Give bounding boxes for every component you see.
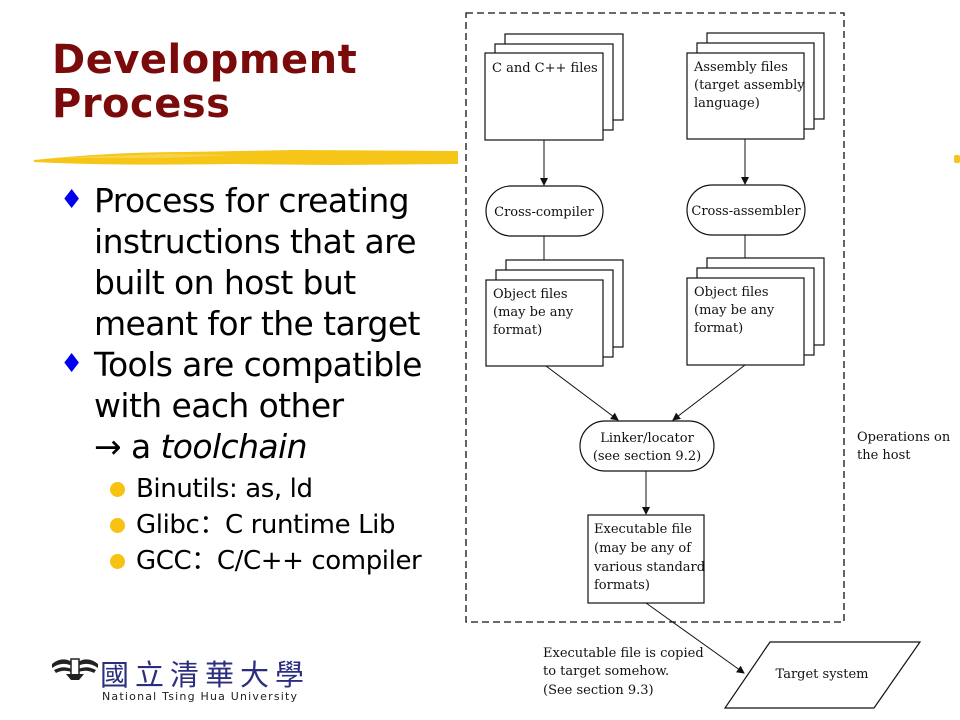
university-logo: 國立清華大學 National Tsing Hua University: [52, 650, 304, 708]
executable-label: formats): [594, 578, 650, 593]
executable-file-node: Executable file (may be any of various s…: [587, 514, 705, 604]
diamond-bullet-icon: ♦: [60, 349, 83, 379]
host-boundary: [465, 12, 845, 623]
sub-bullet-glibc: Glibc：C runtime Lib: [58, 507, 458, 543]
sub-bullet-text: Binutils: as, ld: [136, 474, 313, 504]
c-source-files-stack: C and C++ files: [484, 33, 624, 141]
dot-bullet-icon: [110, 482, 125, 497]
dot-bullet-icon: [110, 554, 125, 569]
cross-compiler-node: Cross-compiler: [485, 185, 604, 237]
bullet-list: ♦ Process for creating instructions that…: [58, 180, 458, 579]
object-files-left-stack: Object files (may be any format): [485, 259, 624, 367]
object-files-label: format): [493, 323, 542, 338]
bullet-text-line: built on host but: [94, 263, 356, 302]
executable-label: (may be any of: [594, 541, 692, 556]
bullet-text-line: instructions that are: [94, 222, 417, 261]
title-line-2: Process: [52, 81, 231, 127]
assembly-files-label: (target assembly: [694, 78, 805, 93]
object-files-label: (may be any: [694, 303, 775, 318]
host-operations-label: Operations on: [857, 430, 951, 445]
copy-note-text: to target somehow.: [543, 664, 669, 679]
bullet-item-process: ♦ Process for creating instructions that…: [58, 180, 458, 344]
flow-arrow: [672, 364, 746, 421]
bullet-text-line: Tools are compatible: [94, 345, 422, 384]
flow-arrow: [545, 365, 619, 421]
brush-edge-mark: [954, 155, 960, 163]
sub-bullet-binutils: Binutils: as, ld: [58, 471, 458, 507]
sub-bullet-gcc: GCC：C/C++ compiler: [58, 543, 458, 579]
linker-locator-node: Linker/locator (see section 9.2): [579, 420, 715, 472]
assembly-files-stack: Assembly files (target assembly language…: [686, 32, 825, 140]
bullet-item-tools: ♦ Tools are compatible with each other →…: [58, 344, 458, 467]
assembly-files-label: Assembly files: [693, 60, 788, 75]
sub-bullet-list: Binutils: as, ld Glibc：C runtime Lib GCC…: [58, 471, 458, 579]
assembly-files-label: language): [694, 96, 760, 111]
object-files-label: Object files: [493, 287, 568, 302]
diamond-bullet-icon: ♦: [60, 185, 83, 215]
object-files-label: format): [694, 321, 743, 336]
toolchain-line: → a toolchain: [94, 426, 458, 467]
university-emblem-icon: [52, 658, 98, 680]
slide-title: Development Process: [52, 38, 357, 126]
linker-label: (see section 9.2): [593, 449, 701, 464]
target-system-node: Target system: [723, 641, 922, 709]
bullet-text-line: Process for creating: [94, 181, 410, 220]
c-source-files-label: C and C++ files: [492, 61, 598, 76]
cross-assembler-node: Cross-assembler: [686, 184, 806, 236]
bullet-text-line: meant for the target: [94, 304, 420, 343]
copy-note-text: (See section 9.3): [543, 683, 654, 698]
cross-assembler-label: Cross-assembler: [691, 204, 801, 219]
bullet-text-line: with each other: [94, 386, 344, 425]
object-files-label: Object files: [694, 285, 769, 300]
target-system-label: Target system: [776, 667, 869, 682]
cross-compiler-label: Cross-compiler: [494, 205, 594, 220]
title-underline-brush: [34, 150, 458, 165]
host-operations-label: the host: [857, 448, 911, 463]
toolchain-term: toolchain: [160, 427, 307, 466]
university-chinese-name: 國立清華大學: [100, 658, 311, 692]
object-files-label: (may be any: [493, 305, 574, 320]
dot-bullet-icon: [110, 518, 125, 533]
object-files-right-stack: Object files (may be any format): [686, 257, 825, 366]
arrow-prefix: → a: [94, 427, 161, 466]
linker-label: Linker/locator: [600, 431, 694, 446]
sub-bullet-text: Glibc：C runtime Lib: [136, 510, 396, 540]
title-line-1: Development: [52, 37, 358, 83]
executable-label: various standard: [593, 560, 705, 575]
executable-label: Executable file: [594, 522, 692, 537]
copy-to-target-arrow: [645, 602, 745, 674]
sub-bullet-text: GCC：C/C++ compiler: [136, 546, 422, 576]
university-english-name: National Tsing Hua University: [102, 690, 299, 703]
copy-note-text: Executable file is copied: [543, 646, 704, 661]
